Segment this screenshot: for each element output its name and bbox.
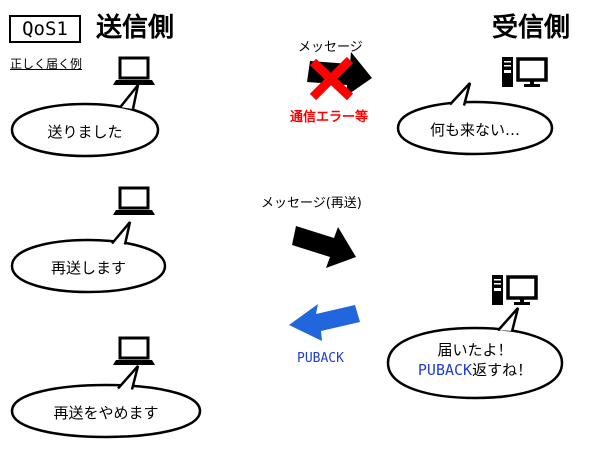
desktop-pc-icon [500, 55, 548, 89]
sender-title: 送信側 [96, 13, 175, 43]
receiver-bubble-line2: PUBACK返すね！ [388, 360, 562, 380]
sender-bubble-text-3: 再送をやめます [53, 404, 159, 422]
sender-bubble-text-1: 送りました [47, 123, 123, 141]
receiver-bubble-rest: 返すね！ [472, 361, 533, 379]
sender-bubble-1 [10, 84, 160, 158]
laptop-icon [111, 186, 157, 217]
message-label-1: メッセージ [298, 40, 363, 55]
desktop-pc-icon [490, 273, 538, 307]
message-label-2: メッセージ(再送) [261, 196, 362, 211]
receiver-bubble-line1: 届いたよ！ [437, 341, 513, 359]
laptop-icon [111, 336, 157, 367]
receiver-bubble-text-3: 届いたよ！ PUBACK返すね！ [388, 340, 562, 380]
receiver-bubble-ack: PUBACK [417, 361, 473, 379]
error-label: 通信エラー等 [290, 110, 369, 125]
receiver-title: 受信側 [492, 13, 571, 43]
sender-bubble-2 [10, 221, 167, 294]
puback-label: PUBACK [297, 351, 344, 366]
qos-level-label: QoS1 [9, 15, 81, 43]
sender-bubble-text-2: 再送します [50, 259, 126, 277]
red-x-icon [309, 56, 354, 101]
receiver-bubble-3 [386, 307, 564, 400]
laptop-icon [111, 56, 157, 87]
receiver-bubble-1 [396, 82, 554, 156]
right-arrow-icon [292, 226, 356, 268]
sender-bubble-3 [10, 365, 202, 439]
subtitle: 正しく届く例 [10, 57, 83, 71]
receiver-bubble-text-1: 何も来ない… [429, 121, 520, 139]
left-arrow-icon [289, 304, 360, 341]
